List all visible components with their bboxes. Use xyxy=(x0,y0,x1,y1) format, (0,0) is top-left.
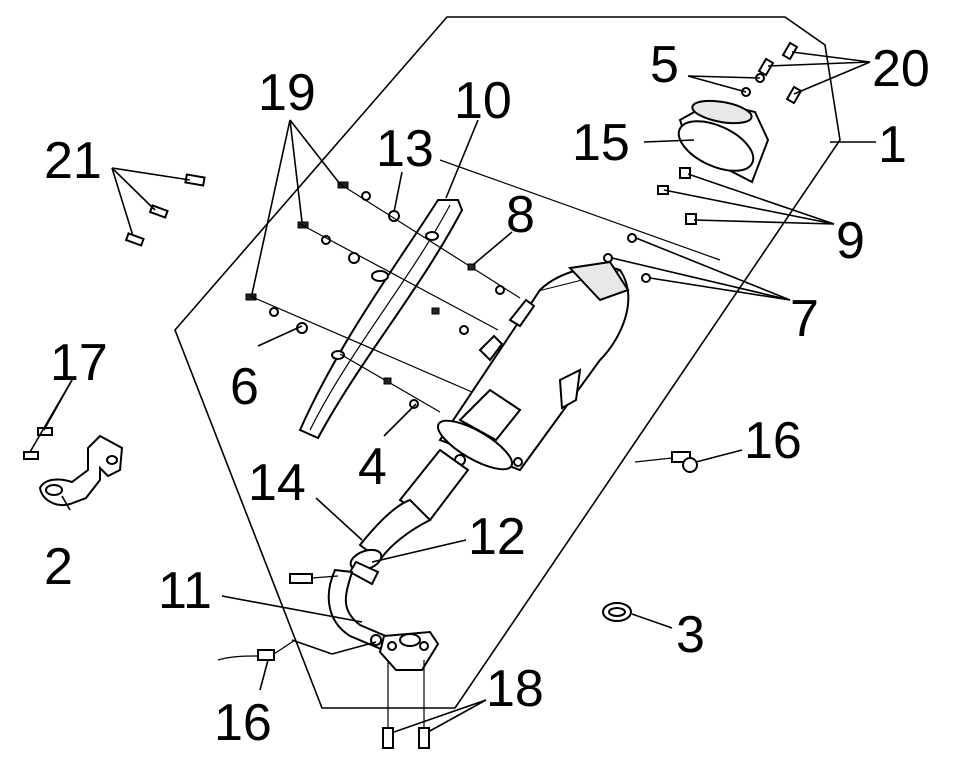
callout-1: 1 xyxy=(878,116,907,174)
part-6-washers xyxy=(269,307,308,334)
assembly-outline xyxy=(174,16,841,709)
callout-16-lower: 16 xyxy=(214,694,272,752)
callout-19: 19 xyxy=(258,64,316,122)
callout-14: 14 xyxy=(248,454,306,512)
callout-20: 20 xyxy=(872,40,930,98)
part-18-bolts xyxy=(382,660,430,749)
callout-4: 4 xyxy=(358,438,387,496)
part-17-bolts xyxy=(23,427,53,460)
callout-13: 13 xyxy=(376,120,434,178)
part-12-clamp xyxy=(348,548,383,586)
part-21-bolts xyxy=(124,173,206,247)
callout-7: 7 xyxy=(790,290,819,348)
callout-6: 6 xyxy=(230,358,259,416)
callout-16-upper: 16 xyxy=(744,412,802,470)
part-2-bracket xyxy=(38,434,124,506)
exhaust-flange xyxy=(370,630,440,671)
callout-labels: 1 2 3 4 5 6 7 8 9 10 11 12 13 14 15 16 1… xyxy=(44,36,930,752)
callout-5: 5 xyxy=(650,36,679,94)
part-16-sensor-upper xyxy=(634,451,698,473)
part-10-heat-shield xyxy=(298,199,464,440)
callout-21: 21 xyxy=(44,132,102,190)
header-pipe xyxy=(358,448,470,562)
callout-2: 2 xyxy=(44,538,73,596)
part-20-bolts xyxy=(757,41,803,105)
part-13-washers xyxy=(321,191,400,264)
callout-12: 12 xyxy=(468,508,526,566)
callout-10: 10 xyxy=(454,72,512,130)
callout-15: 15 xyxy=(572,114,630,172)
callout-9: 9 xyxy=(836,212,865,270)
muffler-body xyxy=(436,260,630,472)
part-15-end-cap xyxy=(677,99,770,184)
leader-lines xyxy=(29,51,876,733)
part-8-nuts xyxy=(383,263,476,385)
callout-3: 3 xyxy=(676,606,705,664)
callout-17: 17 xyxy=(50,334,108,392)
callout-18: 18 xyxy=(486,660,544,718)
part-4-washers xyxy=(409,285,505,409)
callout-11: 11 xyxy=(158,562,212,620)
callout-8: 8 xyxy=(506,186,535,244)
part-3-gasket-inner xyxy=(608,607,626,617)
part-7-washers xyxy=(603,233,651,283)
part-16-sensor-lower xyxy=(217,639,296,661)
